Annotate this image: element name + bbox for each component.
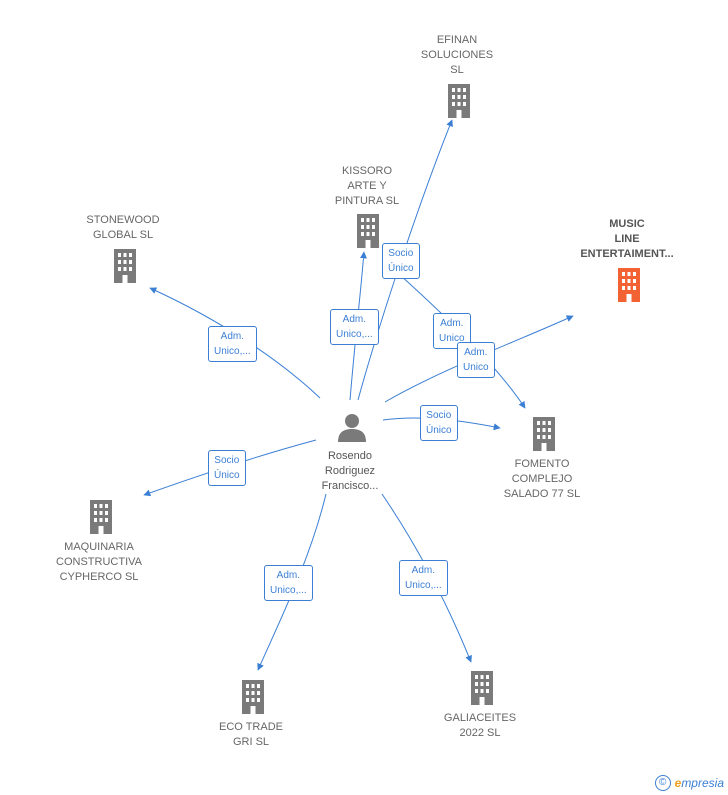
relation-label-ecotrade[interactable]: Adm. Unico,... bbox=[264, 565, 313, 601]
company-name-music[interactable]: MUSIC LINE ENTERTAIMENT... bbox=[580, 218, 674, 260]
relation-label-fomento-socio[interactable]: Socio Único bbox=[420, 405, 458, 441]
footer-brand: © empresia bbox=[654, 775, 724, 791]
company-name-efinan[interactable]: EFINAN SOLUCIONES SL bbox=[420, 34, 494, 76]
company-name-stonewood[interactable]: STONEWOOD GLOBAL SL bbox=[86, 214, 160, 241]
relation-label-galiaceites[interactable]: Adm. Unico,... bbox=[399, 560, 448, 596]
building-icon[interactable] bbox=[468, 671, 496, 705]
company-name-fomento[interactable]: FOMENTO COMPLEJO SALADO 77 SL bbox=[503, 458, 581, 500]
company-name-maquinaria[interactable]: MAQUINARIA CONSTRUCTIVA CYPHERCO SL bbox=[56, 541, 142, 583]
company-name-galiaceites[interactable]: GALIACEITES 2022 SL bbox=[443, 712, 517, 739]
relation-label-maquinaria[interactable]: Socio Único bbox=[208, 450, 246, 486]
building-icon[interactable] bbox=[87, 500, 115, 534]
building-icon-focus[interactable] bbox=[615, 268, 643, 302]
relation-label-music[interactable]: Adm. Unico bbox=[457, 342, 495, 378]
building-icon[interactable] bbox=[354, 214, 382, 248]
building-icon[interactable] bbox=[530, 417, 558, 451]
copyright-icon: © bbox=[654, 775, 671, 791]
company-name-kissoro[interactable]: KISSORO ARTE Y PINTURA SL bbox=[334, 165, 400, 207]
relation-label-efinan[interactable]: Socio Único bbox=[382, 243, 420, 279]
building-icon[interactable] bbox=[445, 84, 473, 118]
person-icon[interactable] bbox=[337, 412, 367, 442]
building-icon[interactable] bbox=[239, 680, 267, 714]
brand-logo: empresia bbox=[674, 776, 724, 790]
company-name-ecotrade[interactable]: ECO TRADE GRI SL bbox=[219, 721, 283, 748]
relation-label-stonewood[interactable]: Adm. Unico,... bbox=[208, 326, 257, 362]
relation-label-kissoro[interactable]: Adm. Unico,... bbox=[330, 309, 379, 345]
person-name[interactable]: Rosendo Rodriguez Francisco... bbox=[321, 450, 379, 492]
building-icon[interactable] bbox=[111, 249, 139, 283]
